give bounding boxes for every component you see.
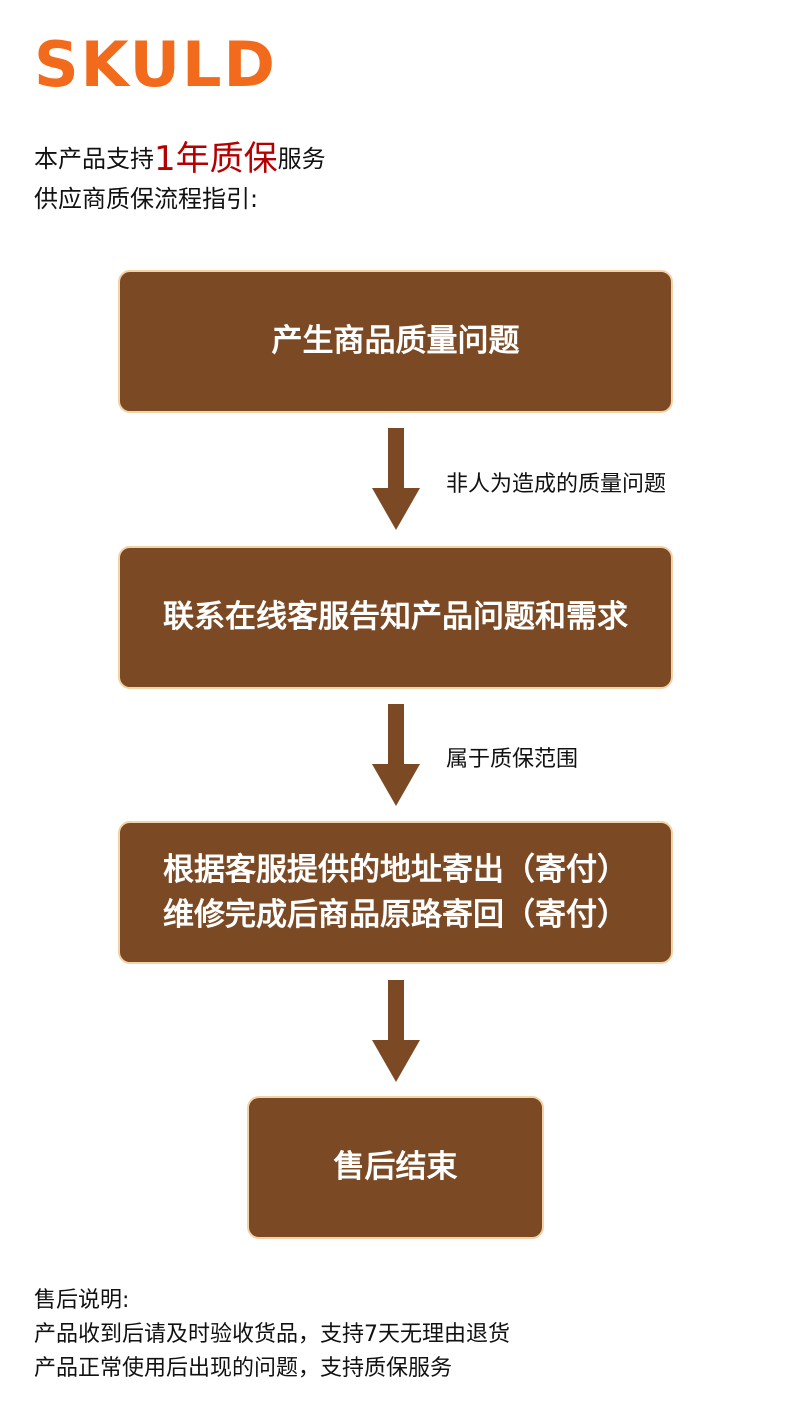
warranty-statement: 本产品支持1年质保服务 — [34, 142, 326, 176]
notes-title: 售后说明: — [34, 1288, 130, 1313]
flow-step-contact-support: 联系在线客服告知产品问题和需求 — [118, 546, 673, 689]
notes-line-return-policy: 产品收到后请及时验收货品，支持7天无理由退货 — [34, 1322, 510, 1347]
brand-logo: SKULD — [34, 28, 277, 101]
flow-step-text: 产生商品质量问题 — [271, 323, 520, 360]
down-arrow-icon — [372, 980, 420, 1082]
process-guide-title: 供应商质保流程指引: — [34, 185, 259, 213]
after-sales-notes: 售后说明: 产品收到后请及时验收货品，支持7天无理由退货 产品正常使用后出现的问… — [34, 1284, 510, 1386]
arrow-label-non-human-damage: 非人为造成的质量问题 — [446, 472, 667, 497]
flow-step-after-sales-end: 售后结束 — [247, 1096, 544, 1239]
warranty-period: 1年质保 — [154, 139, 278, 179]
arrow-label-within-warranty: 属于质保范围 — [446, 747, 579, 772]
notes-line-warranty-service: 产品正常使用后出现的问题，支持质保服务 — [34, 1356, 453, 1381]
warranty-prefix: 本产品支持 — [34, 145, 154, 173]
flow-step-quality-issue: 产生商品质量问题 — [118, 270, 673, 413]
warranty-suffix: 服务 — [277, 145, 326, 173]
flow-step-text: 联系在线客服告知产品问题和需求 — [163, 599, 628, 636]
flow-step-text: 售后结束 — [333, 1149, 458, 1186]
down-arrow-icon — [372, 428, 420, 530]
flow-step-text-line1: 根据客服提供的地址寄出（寄付） — [163, 851, 628, 888]
down-arrow-icon — [372, 704, 420, 806]
flow-step-ship-and-repair: 根据客服提供的地址寄出（寄付） 维修完成后商品原路寄回（寄付） — [118, 821, 673, 964]
flow-step-text-line2: 维修完成后商品原路寄回（寄付） — [163, 896, 628, 933]
